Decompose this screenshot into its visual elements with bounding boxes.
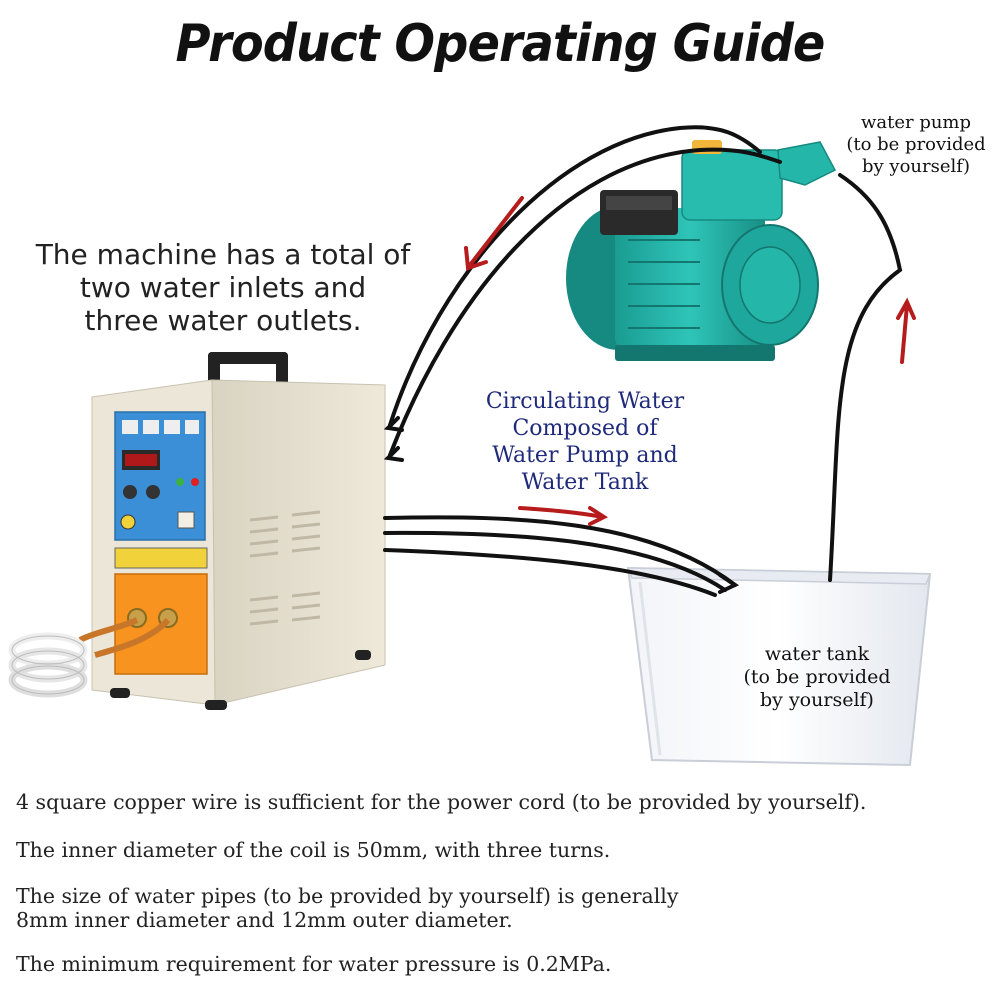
arrow-up — [900, 303, 909, 364]
note-power-cord: 4 square copper wire is sufficient for t… — [16, 790, 867, 814]
circulation-description: Circulating Water Composed of Water Pump… — [470, 388, 700, 496]
water-tank-label: water tank (to be provided by yourself) — [722, 643, 912, 712]
note-pipes-line-2: 8mm inner diameter and 12mm outer diamet… — [16, 908, 513, 932]
copper-coil — [8, 617, 171, 698]
arrow-down-left — [468, 196, 524, 267]
pump-label-line-2: (to be provided — [846, 134, 986, 155]
note-coil: The inner diameter of the coil is 50mm, … — [16, 838, 611, 862]
intro-line-1: The machine has a total of — [35, 238, 411, 271]
water-ports-description: The machine has a total of two water inl… — [28, 238, 418, 337]
intro-line-3: three water outlets. — [84, 304, 362, 337]
tank-label-line-1: water tank — [764, 643, 870, 665]
induction-heater-machine — [91, 352, 386, 710]
arrow-right — [518, 506, 605, 519]
water-pipes — [383, 125, 903, 597]
water-tank — [626, 566, 932, 767]
water-pump-label: water pump (to be provided by yourself) — [832, 112, 1000, 178]
note-pressure: The minimum requirement for water pressu… — [16, 952, 612, 976]
flow-arrows — [464, 196, 916, 526]
page-title: Product Operating Guide — [175, 14, 826, 74]
pump-label-line-3: by yourself) — [862, 156, 970, 177]
circulation-line-1: Circulating Water — [485, 389, 685, 414]
intro-line-2: two water inlets and — [79, 271, 367, 304]
tank-label-line-2: (to be provided — [743, 666, 891, 688]
water-pump — [566, 140, 837, 361]
circulation-line-3: Water Pump and — [492, 443, 678, 468]
note-pipes: The size of water pipes (to be provided … — [16, 884, 678, 932]
note-pipes-line-1: The size of water pipes (to be provided … — [16, 884, 679, 908]
circulation-line-4: Water Tank — [521, 470, 649, 495]
circulation-line-2: Composed of — [512, 416, 658, 441]
tank-label-line-3: by yourself) — [760, 689, 874, 711]
pump-label-line-1: water pump — [860, 112, 972, 133]
